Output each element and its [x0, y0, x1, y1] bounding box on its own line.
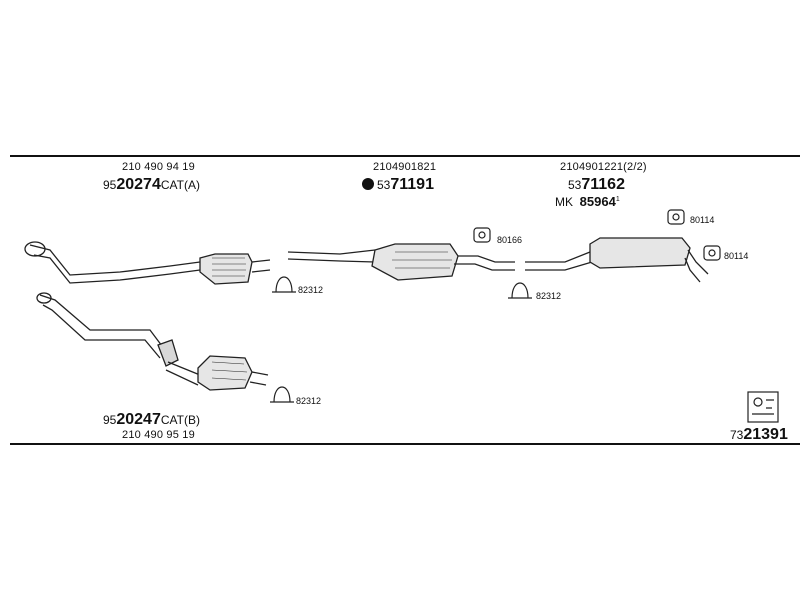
rear-silencer — [525, 237, 709, 283]
part-number-cat-a: 9520274CAT(A) — [103, 176, 200, 193]
clamp-icon-1 — [272, 276, 296, 293]
mk-number: MK 859641 — [555, 194, 620, 209]
oe-number-cat-a: 210 490 94 19 — [122, 161, 195, 173]
middle-silencer — [287, 243, 515, 281]
oe-number-cat-b: 210 490 95 19 — [122, 429, 195, 441]
kit-number: 7321391 — [730, 426, 788, 443]
mount-label-80166: 80166 — [497, 235, 523, 245]
mount-icon-80114-a — [667, 209, 685, 225]
mount-icon-80166 — [473, 227, 491, 243]
oe-number-rear: 2104901221(2/2) — [560, 161, 647, 173]
clamp-label-3: 82312 — [296, 396, 322, 406]
clamp-label-1: 82312 — [298, 285, 324, 295]
front-pipe-cat-b — [36, 292, 269, 391]
bullet-icon — [362, 178, 374, 190]
clamp-icon-3 — [270, 386, 294, 403]
part-number-rear: 5371162 — [568, 176, 625, 193]
clamp-label-2: 82312 — [536, 291, 562, 301]
oe-number-middle: 2104901821 — [373, 161, 437, 173]
clamp-icon-2 — [508, 282, 532, 299]
kit-icon — [747, 391, 779, 423]
part-number-cat-b: 9520247CAT(B) — [103, 411, 200, 428]
front-pipe-cat-a — [24, 241, 271, 285]
mount-icon-80114-b — [703, 245, 721, 261]
part-number-middle: 5371191 — [362, 177, 434, 193]
mount-label-80114-b: 80114 — [724, 251, 749, 261]
mount-label-80114-a: 80114 — [690, 215, 715, 225]
